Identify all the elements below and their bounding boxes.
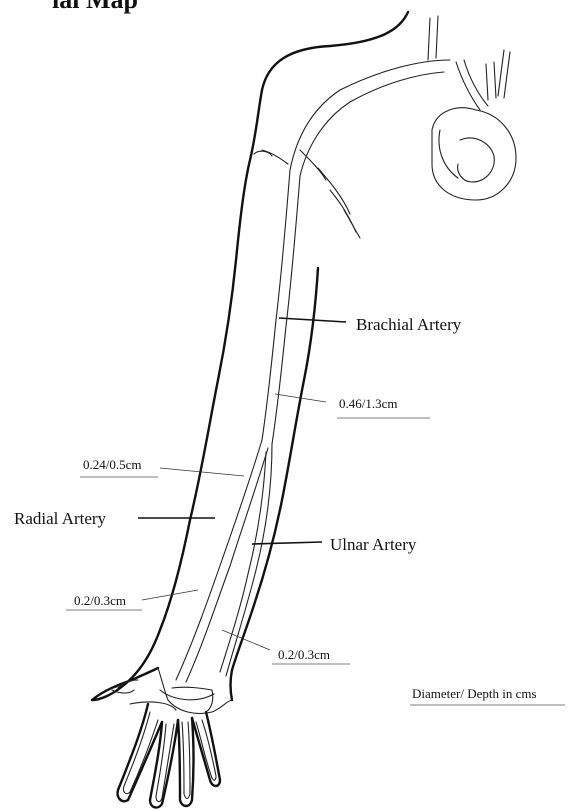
arm-outline (92, 12, 408, 700)
radial-lower-measurement: 0.2/0.3cm (74, 593, 126, 608)
ulnar-lower-measure-pointer (222, 630, 270, 650)
arteries (176, 60, 450, 682)
ulnar-lower-measurement: 0.2/0.3cm (278, 647, 330, 662)
radial-upper-measurement: 0.24/0.5cm (83, 457, 142, 472)
hand (106, 668, 232, 807)
ulnar-artery-label: Ulnar Artery (330, 535, 417, 554)
page-title: ial Map (52, 0, 138, 14)
brachial-measurement: 0.46/1.3cm (339, 396, 398, 411)
brachial-artery-label: Brachial Artery (356, 315, 462, 334)
heart-and-aorta (428, 16, 516, 200)
radial-artery-label: Radial Artery (14, 509, 107, 528)
legend-text: Diameter/ Depth in cms (412, 686, 537, 701)
